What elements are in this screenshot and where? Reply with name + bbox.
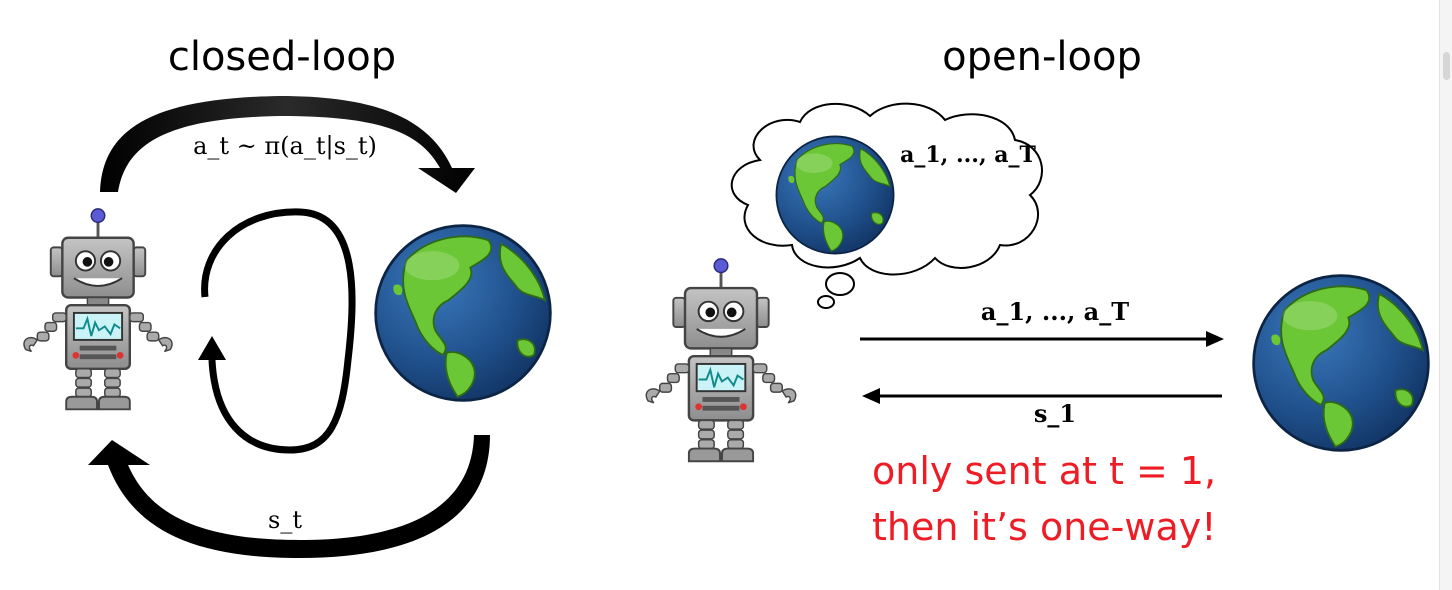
open-loop-earth-icon <box>1252 274 1430 452</box>
open-loop-action-label: a_1, ..., a_T <box>981 297 1129 326</box>
closed-loop-action-arrow <box>100 96 475 193</box>
note-line-2: then it’s one-way! <box>872 505 1216 549</box>
robot-icon <box>22 207 174 411</box>
closed-loop-feedback-loop <box>198 208 356 454</box>
closed-loop-action-label: a_t ~ π(a_t|s_t) <box>193 132 377 161</box>
earth-icon <box>374 224 552 402</box>
closed-loop-state-label: s_t <box>268 506 302 534</box>
note-line-1: only sent at t = 1, <box>872 449 1216 493</box>
window-scroll-edge[interactable] <box>1439 0 1452 590</box>
closed-loop-title: closed-loop <box>168 34 396 80</box>
open-loop-state-arrow <box>862 388 1222 404</box>
thought-earth-icon <box>775 135 895 255</box>
closed-loop-state-arrow <box>88 435 490 558</box>
open-loop-state-label: s_1 <box>1034 399 1076 428</box>
open-loop-action-arrow <box>860 331 1224 347</box>
thought-label: a_1, ..., a_T <box>900 142 1036 168</box>
open-loop-robot-icon <box>644 257 798 463</box>
scroll-thumb[interactable] <box>1443 52 1450 80</box>
open-loop-title: open-loop <box>942 34 1142 80</box>
